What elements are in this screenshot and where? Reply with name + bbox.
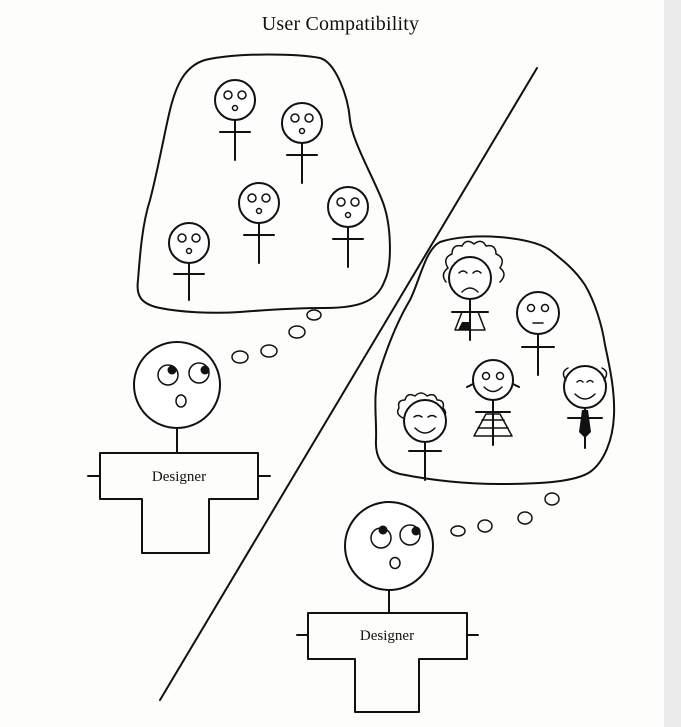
right-user-dress (466, 359, 520, 446)
right-thought-bubbles (450, 492, 560, 537)
right-designer-label: Designer (360, 628, 414, 644)
right-designer (296, 501, 479, 713)
left-thought-cloud (136, 53, 391, 314)
left-user-1 (214, 79, 256, 161)
left-user-4 (327, 186, 369, 268)
right-user-tie (562, 365, 608, 449)
left-user-2 (281, 102, 323, 184)
right-user-neutral (516, 291, 560, 376)
left-user-5 (168, 222, 210, 301)
right-thought-cloud (374, 235, 616, 485)
divider-line (159, 67, 538, 701)
left-thought-bubbles (231, 309, 322, 364)
right-user-curly (396, 392, 447, 481)
diagram-title: User Compatibility (261, 13, 420, 35)
right-user-frowning (442, 240, 505, 341)
left-designer (87, 341, 271, 554)
left-designer-label: Designer (152, 469, 206, 485)
left-user-3 (238, 182, 280, 264)
